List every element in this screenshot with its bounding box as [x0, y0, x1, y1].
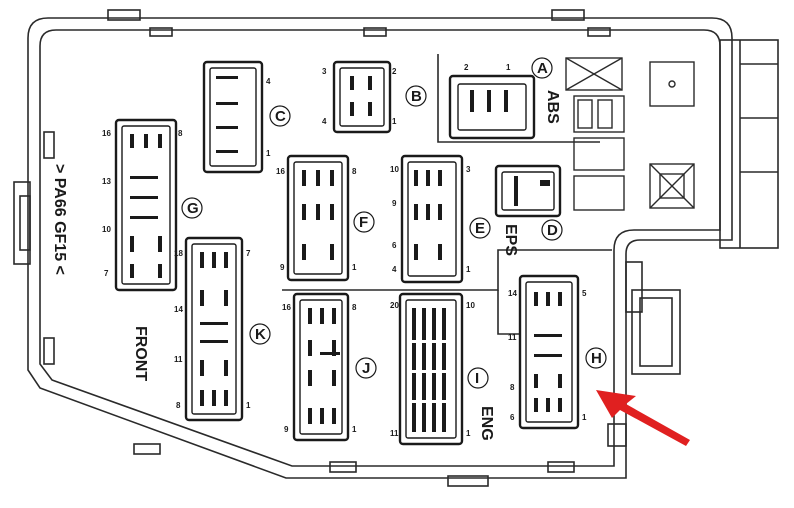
pin-number: 16: [276, 167, 285, 176]
pin-number: 10: [466, 301, 475, 310]
connector-f[interactable]: 16 8 9 1 F: [276, 154, 375, 282]
pin-number: 11: [390, 429, 399, 438]
pin-number: 16: [102, 129, 111, 138]
pin-number: 9: [284, 425, 289, 434]
pin-number: 4: [322, 117, 327, 126]
pin-number: 13: [102, 177, 111, 186]
connector-b[interactable]: 3 2 4 1 B: [322, 60, 427, 134]
connector-id-circle: [181, 197, 203, 219]
screw-icon: [649, 163, 695, 209]
relay-block-area: [565, 57, 695, 211]
pin-number: 6: [392, 241, 397, 250]
connector-id-circle: [541, 219, 563, 241]
connector-g[interactable]: 16 8 13 10 7 G: [102, 118, 203, 292]
pin-number: 1: [352, 263, 357, 272]
connector-e[interactable]: 10 3 9 6 4 1 E: [390, 154, 491, 284]
pin-number: 7: [104, 269, 109, 278]
connector-letter: J: [362, 360, 370, 377]
connector-id-circle: [353, 211, 375, 233]
pin-number: 1: [352, 425, 357, 434]
pin-number: 2: [392, 67, 397, 76]
pin-number: 1: [466, 265, 471, 274]
pin-number: 1: [466, 429, 471, 438]
connector-d[interactable]: D: [494, 164, 563, 241]
pin-number: 1: [506, 63, 511, 72]
pin-number: 8: [352, 303, 357, 312]
pin-number: 3: [466, 165, 471, 174]
pin-number: 4: [392, 265, 397, 274]
material-label: > PA66 GF15 <: [51, 164, 68, 275]
connector-letter: A: [537, 60, 548, 77]
connector-letter: B: [411, 88, 422, 105]
pin-number: 1: [392, 117, 397, 126]
pin-number: 5: [582, 289, 587, 298]
connector-letter: E: [475, 220, 485, 237]
pin-number: 16: [282, 303, 291, 312]
bolt-hole-icon: [668, 80, 676, 88]
connector-id-circle: [585, 347, 607, 369]
connector-id-circle: [467, 367, 489, 389]
connector-id-circle: [249, 323, 271, 345]
eng-label: ENG: [478, 406, 495, 441]
front-label: FRONT: [132, 326, 149, 381]
pin-number: 9: [280, 263, 285, 272]
pin-number: 4: [266, 77, 271, 86]
pin-number: 10: [102, 225, 111, 234]
pin-number: 11: [174, 355, 183, 364]
eps-label: EPS: [502, 224, 519, 256]
pin-number: 8: [352, 167, 357, 176]
connector-letter: D: [547, 222, 558, 239]
pin-number: 10: [390, 165, 399, 174]
pin-number: 2: [464, 63, 469, 72]
pin-number: 14: [508, 289, 517, 298]
connector-i[interactable]: 20 10 11 1 I: [390, 292, 489, 446]
connector-id-circle: [355, 357, 377, 379]
connector-j[interactable]: 16 8 9 1 J: [282, 292, 377, 442]
pin-number: 8: [510, 383, 515, 392]
connector-letter: G: [187, 200, 199, 217]
pin-number: 18: [174, 249, 183, 258]
connector-letter: F: [359, 214, 368, 231]
connector-letter: C: [275, 108, 286, 125]
pin-number: 1: [266, 149, 271, 158]
connector-k[interactable]: 18 7 14 11 8 1 K: [174, 236, 271, 422]
connector-a[interactable]: 2 1 A: [448, 57, 553, 140]
pointer-arrow-icon: [596, 390, 690, 446]
pin-number: 1: [246, 401, 251, 410]
connector-h[interactable]: 14 5 11 8 6 1 H: [508, 274, 607, 430]
pin-number: 8: [176, 401, 181, 410]
connector-letter: I: [475, 370, 479, 387]
connector-id-circle: [469, 217, 491, 239]
connector-id-circle: [269, 105, 291, 127]
abs-label: ABS: [544, 90, 561, 124]
pin-number: 11: [508, 333, 517, 342]
connector-letter: K: [255, 326, 266, 343]
connector-c[interactable]: 4 1 C: [202, 60, 291, 174]
pin-number: 8: [178, 129, 183, 138]
housing-outline: [13, 9, 779, 487]
pin-number: 9: [392, 199, 397, 208]
pin-number: 20: [390, 301, 399, 310]
pin-number: 1: [582, 413, 587, 422]
pin-number: 6: [510, 413, 515, 422]
connector-letter: H: [591, 350, 602, 367]
pin-number: 7: [246, 249, 251, 258]
pin-number: 14: [174, 305, 183, 314]
pin-number: 3: [322, 67, 327, 76]
connector-id-circle: [531, 57, 553, 79]
connector-id-circle: [405, 85, 427, 107]
